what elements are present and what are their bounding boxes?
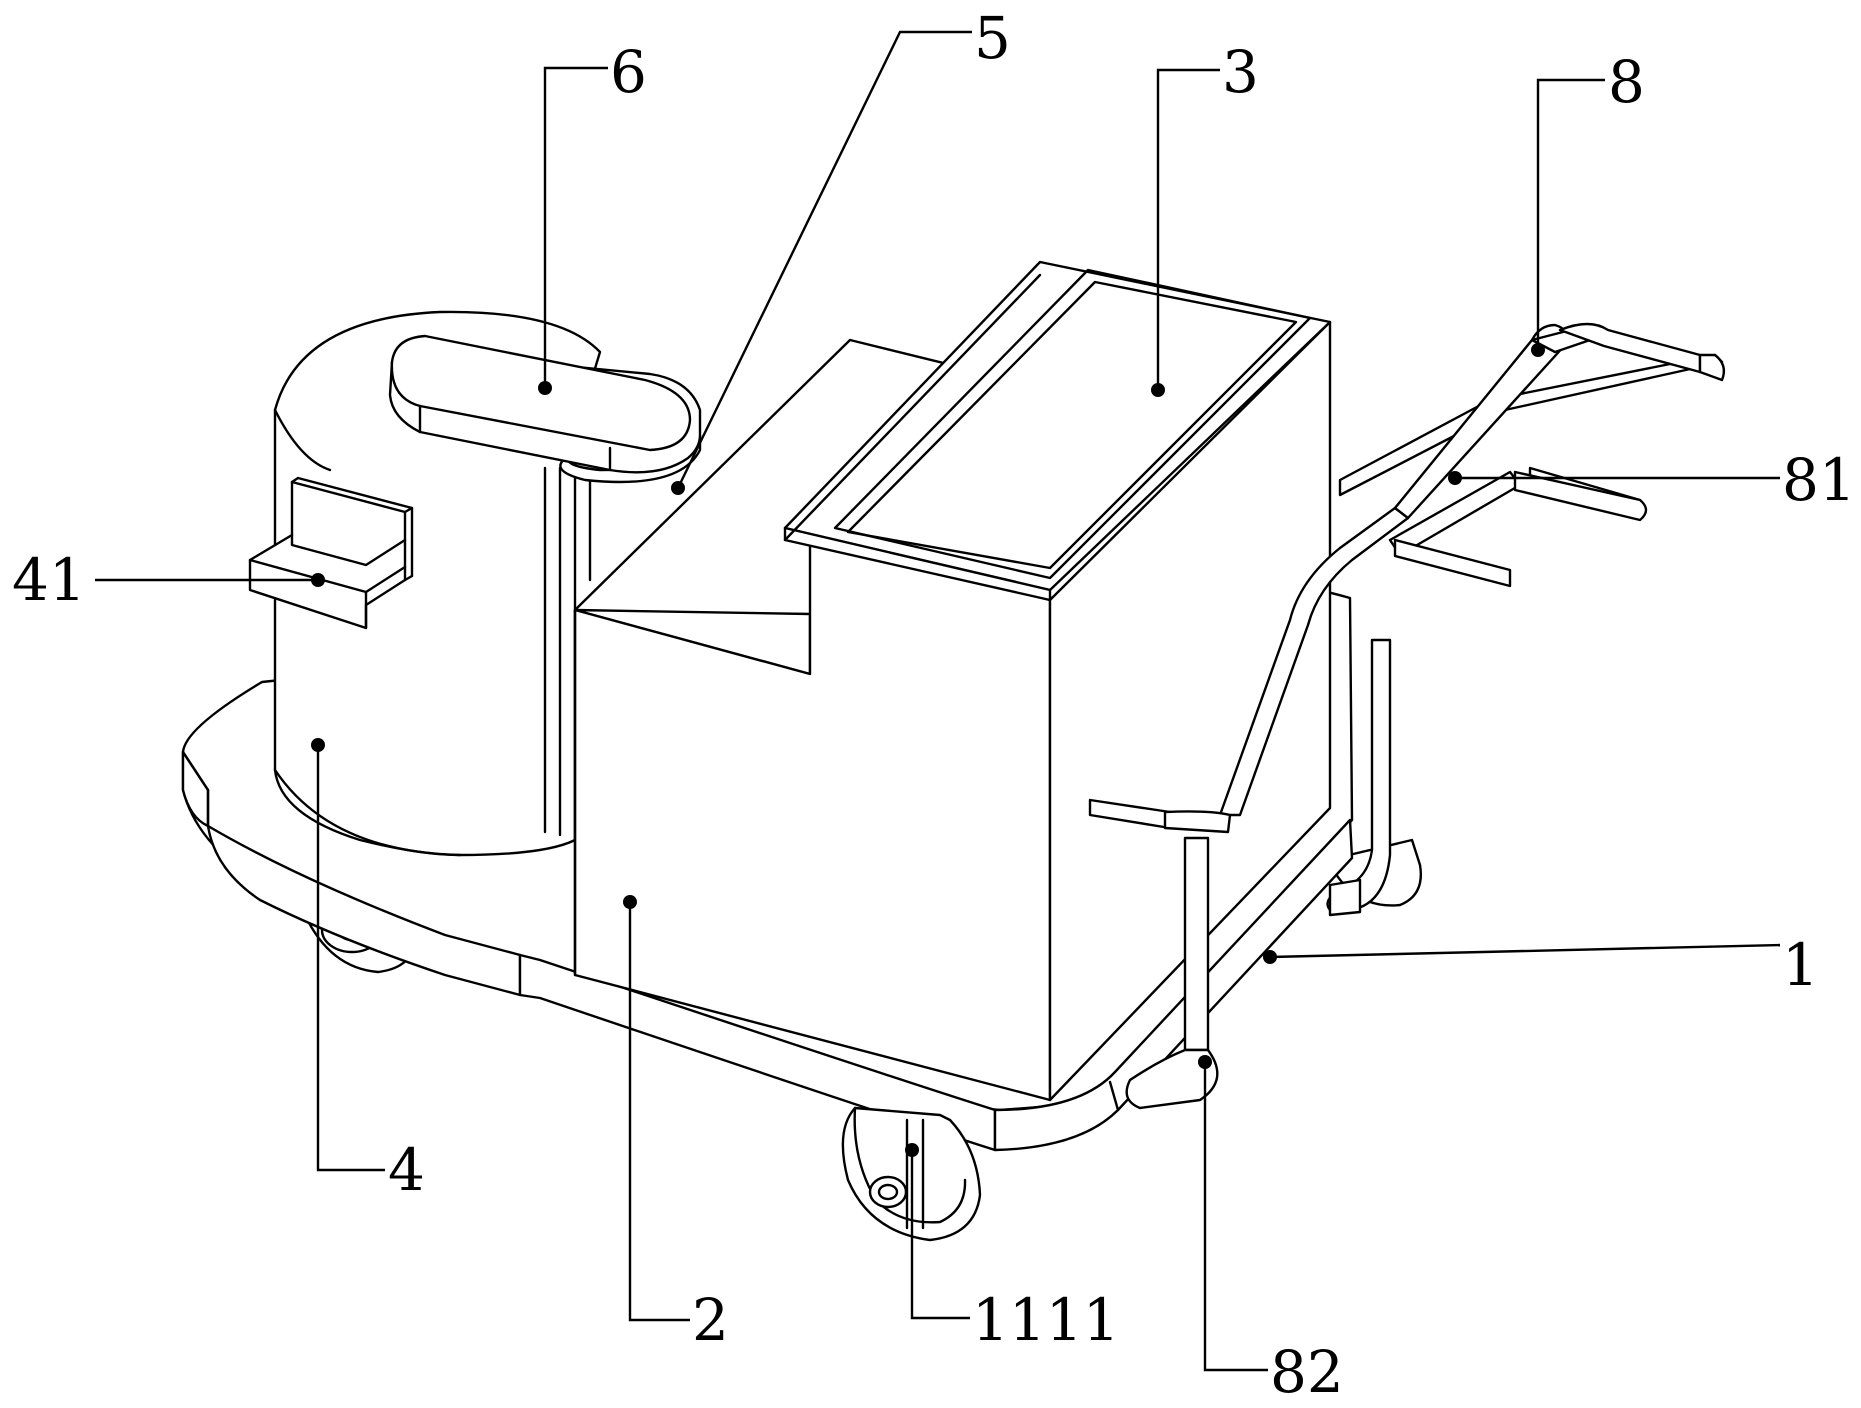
label-2: 2 bbox=[692, 1286, 729, 1354]
leader-1 bbox=[1269, 943, 1781, 959]
label-8: 8 bbox=[1608, 48, 1645, 116]
label-1111: 1111 bbox=[972, 1286, 1120, 1354]
dot-1 bbox=[1263, 950, 1277, 964]
leader-82 bbox=[1203, 1062, 1268, 1372]
top-tray-3 bbox=[783, 260, 1332, 602]
label-41: 41 bbox=[12, 546, 86, 614]
label-1: 1 bbox=[1782, 931, 1819, 999]
label-4: 4 bbox=[388, 1136, 425, 1204]
dot-4 bbox=[311, 738, 325, 752]
leader-3 bbox=[1156, 68, 1220, 390]
leader-5 bbox=[676, 30, 972, 489]
leader-8 bbox=[1536, 78, 1605, 350]
label-5: 5 bbox=[974, 4, 1011, 72]
leader-lines bbox=[95, 30, 1781, 1372]
dot-6 bbox=[538, 381, 552, 395]
reference-labels: 1 2 3 4 41 5 6 8 81 82 1111 bbox=[12, 4, 1856, 1406]
dot-8 bbox=[1531, 343, 1545, 357]
outlet-spout bbox=[248, 476, 414, 630]
dot-1111 bbox=[905, 1143, 919, 1157]
label-6: 6 bbox=[610, 38, 647, 106]
handle-frame bbox=[1088, 322, 1726, 1110]
dot-41 bbox=[311, 573, 325, 587]
dot-3 bbox=[1151, 383, 1165, 397]
dot-82 bbox=[1198, 1055, 1212, 1069]
label-82: 82 bbox=[1270, 1338, 1344, 1406]
dot-81 bbox=[1448, 471, 1462, 485]
dot-5 bbox=[671, 481, 685, 495]
label-81: 81 bbox=[1782, 446, 1856, 514]
leader-2 bbox=[628, 902, 690, 1322]
leader-1111 bbox=[910, 1150, 970, 1320]
leader-4 bbox=[316, 745, 385, 1172]
leader-6 bbox=[543, 66, 608, 388]
label-3: 3 bbox=[1222, 38, 1259, 106]
dot-2 bbox=[623, 895, 637, 909]
